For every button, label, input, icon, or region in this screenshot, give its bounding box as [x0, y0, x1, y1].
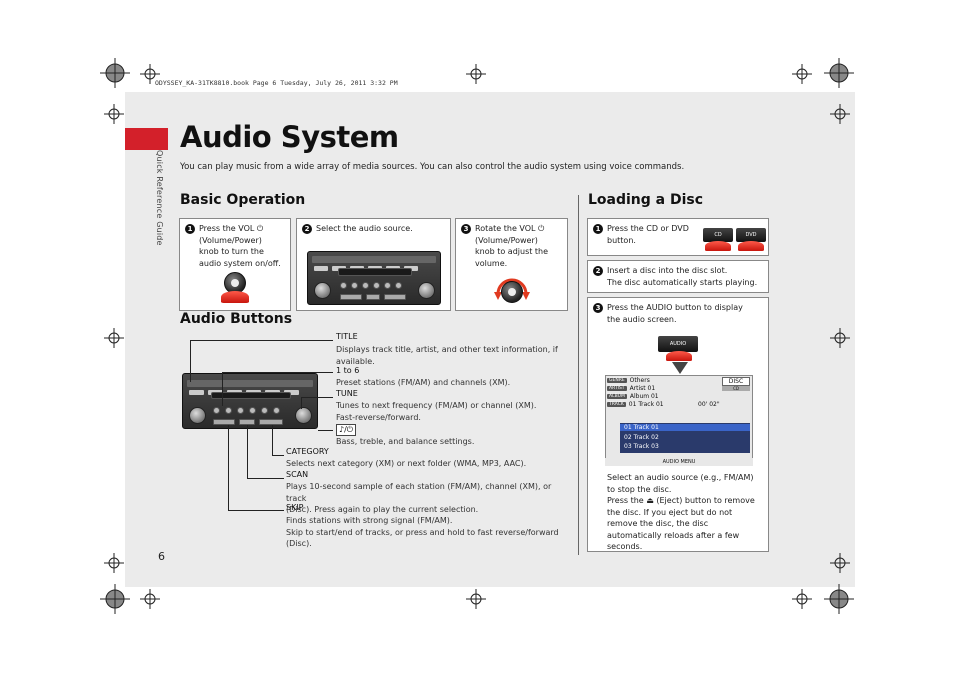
callout-line-title-v [190, 340, 191, 382]
column-divider [578, 195, 579, 555]
callout-line-skip [228, 510, 284, 511]
press-hand-icon [705, 241, 731, 251]
intro-text: You can play music from a wide array of … [180, 162, 685, 172]
step-text: Rotate the VOL ⏻ (Volume/Power) knob to … [475, 224, 549, 268]
basic-step-2: 2 Select the audio source. [296, 218, 451, 311]
track-list-item: 01 Track 01 [620, 424, 750, 431]
track-list-item: 02 Track 02 [624, 434, 659, 441]
step-number: 2 [593, 266, 603, 276]
audio-button-icon: AUDIO [658, 336, 698, 352]
step-number: 2 [302, 224, 312, 234]
callout-skip-desc: Finds stations with strong signal (FM/AM… [286, 516, 559, 548]
crosshair-mark-icon [140, 64, 160, 84]
vol-knob-icon [501, 281, 523, 303]
crosshair-mark-icon [104, 104, 124, 124]
audio-buttons-heading: Audio Buttons [180, 311, 293, 327]
callout-sound-label: ♪/⏻ [336, 424, 357, 436]
callout-title-label: TITLE [336, 332, 358, 341]
step-text: Select the audio source. [316, 224, 413, 233]
crosshair-mark-icon [830, 328, 850, 348]
crosshair-mark-icon [792, 64, 812, 84]
callout-line-presets-v [222, 372, 223, 406]
step-text: Insert a disc into the disc slot. The di… [607, 266, 758, 287]
file-stamp: ODYSSEY_KA-31TK8810.book Page 6 Tuesday,… [155, 79, 398, 87]
callout-category-desc: Selects next category (XM) or next folde… [286, 459, 527, 468]
callout-line-sound [318, 430, 333, 431]
step-text: Press the CD or DVD button. [607, 224, 689, 245]
crosshair-mark-icon [830, 553, 850, 573]
stereo-panel-small-icon [307, 251, 441, 305]
registration-mark-icon [824, 58, 854, 88]
callout-category-label: CATEGORY [286, 447, 329, 456]
callout-line-tune [301, 397, 333, 398]
callout-line-category [272, 455, 284, 456]
press-hand-icon [666, 351, 692, 361]
callout-presets-desc: Preset stations (FM/AM) and channels (XM… [336, 378, 511, 387]
step-number: 1 [593, 224, 603, 234]
registration-mark-icon [824, 584, 854, 614]
registration-mark-icon [100, 58, 130, 88]
crosshair-mark-icon [466, 589, 486, 609]
side-label: Quick Reference Guide [155, 150, 164, 246]
step-number: 3 [593, 303, 603, 313]
stereo-panel-icon [182, 373, 318, 429]
step-text: Press the AUDIO button to display the au… [607, 303, 743, 324]
callout-tune-label: TUNE [336, 389, 358, 398]
page-title: Audio System [180, 120, 399, 154]
crosshair-mark-icon [466, 64, 486, 84]
callout-skip-label: SKIP [286, 503, 304, 512]
callout-line-presets [222, 372, 333, 373]
callout-line-scan-v [247, 425, 248, 478]
rotate-arrows-icon [494, 278, 530, 300]
basic-operation-heading: Basic Operation [180, 192, 306, 208]
track-list-item: 03 Track 03 [624, 443, 659, 450]
page-number: 6 [158, 550, 165, 563]
crosshair-mark-icon [140, 589, 160, 609]
press-hand-icon [738, 241, 764, 251]
callout-presets-label: 1 to 6 [336, 366, 360, 375]
screen-time: 00' 02" [698, 401, 720, 408]
crosshair-mark-icon [104, 553, 124, 573]
callout-tune-desc: Tunes to next frequency (FM/AM) or chann… [336, 401, 537, 422]
screen-source: DISC [722, 377, 750, 386]
basic-step-1: 1 Press the VOL ⏻ (Volume/Power) knob to… [179, 218, 291, 311]
registration-mark-icon [100, 584, 130, 614]
crosshair-mark-icon [830, 104, 850, 124]
dvd-button-icon: DVD [736, 228, 766, 242]
press-hand-icon [221, 291, 249, 303]
disc-step-2: 2 Insert a disc into the disc slot. The … [587, 260, 769, 293]
callout-line-skip-v [228, 425, 229, 510]
loading-disc-heading: Loading a Disc [588, 192, 704, 208]
step-number: 3 [461, 224, 471, 234]
screen-source-sub: CD [722, 386, 750, 391]
track-list: 01 Track 01 02 Track 02 03 Track 03 [620, 423, 750, 453]
crosshair-mark-icon [104, 328, 124, 348]
callout-title-desc: Displays track title, artist, and other … [336, 345, 558, 366]
callout-scan-desc: Plays 10-second sample of each station (… [286, 482, 552, 514]
callout-line-title [190, 340, 333, 341]
section-tab [125, 128, 168, 150]
callout-line-scan [247, 478, 284, 479]
callout-line-tune-v [301, 397, 302, 409]
callout-sound-desc: Bass, treble, and balance settings. [336, 437, 475, 446]
basic-step-3: 3 Rotate the VOL ⏻ (Volume/Power) knob t… [455, 218, 568, 311]
disc-step-3-footer: Select an audio source (e.g., FM/AM) to … [607, 473, 755, 551]
crosshair-mark-icon [792, 589, 812, 609]
step-number: 1 [185, 224, 195, 234]
step-text: Press the VOL ⏻ (Volume/Power) knob to t… [199, 224, 281, 268]
disc-step-1: 1 Press the CD or DVD button. CD DVD [587, 218, 769, 256]
cd-button-icon: CD [703, 228, 733, 242]
audio-menu-label: AUDIO MENU [605, 458, 753, 466]
callout-line-category-v [272, 425, 273, 455]
down-arrow-icon [672, 362, 688, 374]
callout-scan-label: SCAN [286, 470, 309, 479]
